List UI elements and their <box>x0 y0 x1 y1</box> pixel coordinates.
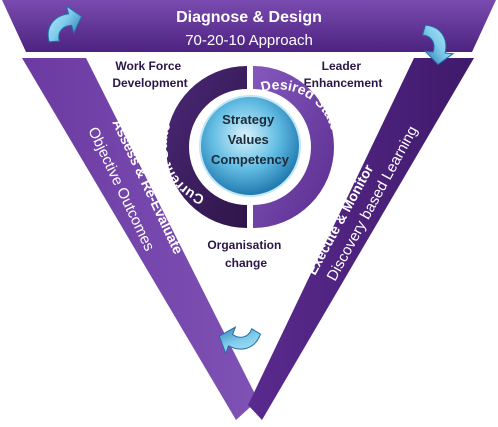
core-label: Strategy Values Competency <box>211 112 290 167</box>
label-workforce: Work Force Development <box>112 59 187 90</box>
top-band-subtitle: 70-20-10 Approach <box>185 32 313 49</box>
left-band <box>22 58 258 420</box>
label-organisation: Organisation change <box>207 238 284 270</box>
ring-current-state <box>166 66 247 228</box>
right-band <box>248 58 474 420</box>
core-sphere <box>199 95 301 197</box>
cycle-arrow-icon <box>218 325 262 355</box>
label-leader: Leader Enhancement <box>304 59 383 90</box>
cycle-arrow-icon <box>47 4 83 43</box>
cycle-arrow-icon <box>421 24 455 66</box>
top-band <box>2 0 496 52</box>
ring-desired-state <box>253 66 334 228</box>
top-band-title: Diagnose & Design <box>176 9 322 26</box>
